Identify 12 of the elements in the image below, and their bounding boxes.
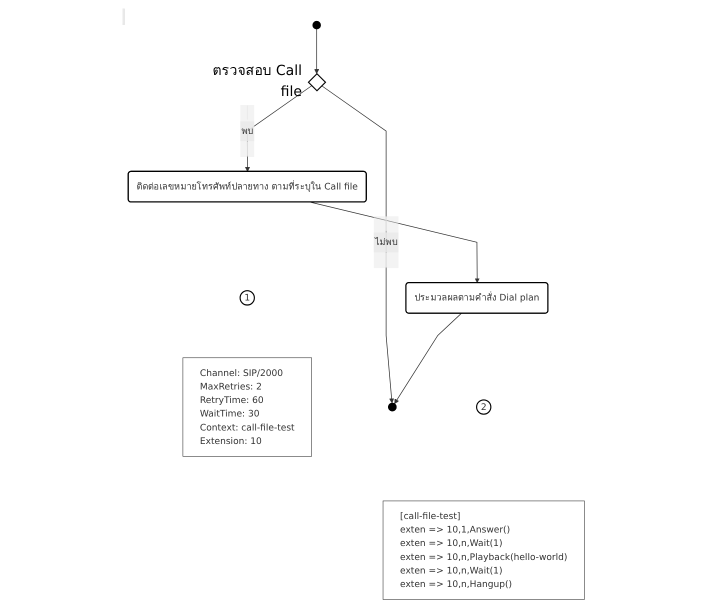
edge-label: พบ — [240, 125, 253, 136]
node-circle: 2 — [476, 399, 491, 415]
node-diamond — [307, 72, 326, 92]
decision-caption: ตรวจสอบ Call file — [211, 62, 302, 102]
arrow — [310, 202, 480, 284]
node-box: Channel: SIP/2000 MaxRetries: 2 RetryTime: 60 WaitTime: 30 Context: call-file-test Extension: 10 — [182, 358, 312, 457]
node-circle: 1 — [239, 290, 254, 306]
arrow — [394, 313, 462, 404]
arrow — [314, 28, 319, 74]
node-circle — [312, 20, 320, 30]
node-box: [call-file-test] exten => 10,1,Answer() exten => 10,n,Wait(1) exten => 10,n,Playback(hello-world) exten => 10,n,Wait(1) exten => 10,n,Hangup() — [382, 500, 584, 600]
edge-label: ไม่พบ — [374, 236, 397, 248]
